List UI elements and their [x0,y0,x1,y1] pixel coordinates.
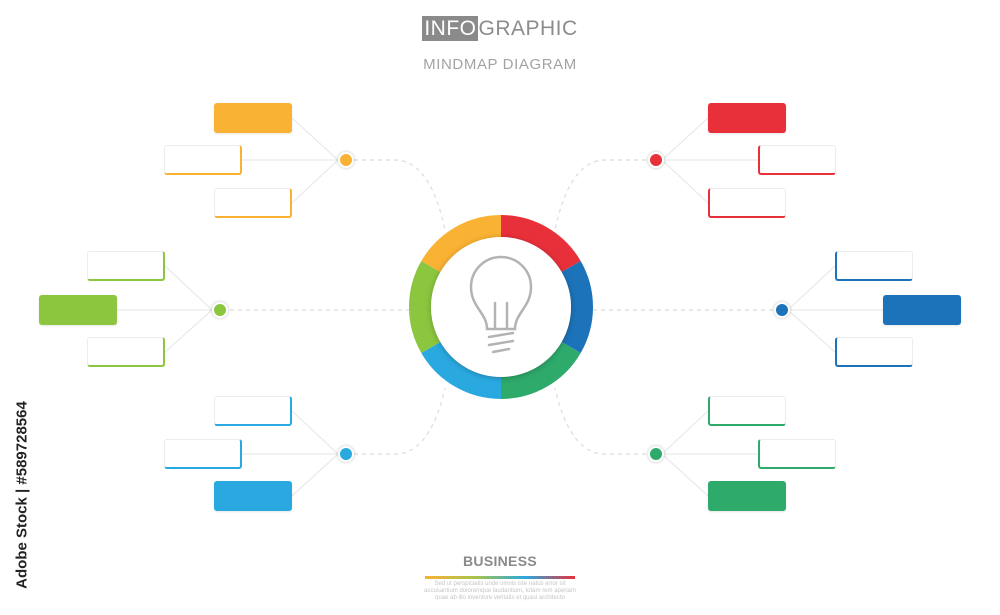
top-left-node-1[interactable] [214,103,292,133]
top-right-branch-dot [648,152,664,168]
ring-segment [500,341,581,399]
center-hub [409,215,593,399]
footer-caption-2: accusantium doloremque laudantium, totam… [424,588,576,594]
ring-segment [421,215,502,273]
top-right-node-3[interactable] [708,188,786,218]
bottom-left-node-1[interactable] [214,396,292,426]
top-left-node-3[interactable] [214,188,292,218]
footer-caption-1: Sed ut perspiciatis unde omnis iste natu… [434,581,566,587]
footer-label: BUSINESS [463,553,537,569]
top-left-branch-dot [338,152,354,168]
bottom-right-node-1[interactable] [708,396,786,426]
middle-left-branch-dot [212,302,228,318]
top-left-node-2[interactable] [164,145,242,175]
stock-id-text: Adobe Stock | #589728564 [13,401,31,589]
ring-segment [500,215,581,273]
diagram-subtitle: MINDMAP DIAGRAM [423,56,577,73]
bottom-right-branch-dot [648,446,664,462]
middle-right-node-1[interactable] [835,251,913,281]
ring-segment [561,261,593,353]
middle-left-node-1[interactable] [87,251,165,281]
middle-right-node-3[interactable] [835,337,913,367]
middle-right-branch-dot [774,302,790,318]
ring-segment [409,261,441,353]
center-ring [409,215,593,399]
bottom-right-node-2[interactable] [758,439,836,469]
infographic-title: INFOGRAPHIC [0,16,1000,41]
bottom-right-node-3[interactable] [708,481,786,511]
stock-id-label: Adobe Stock | #589728564 [7,385,37,605]
bottom-left-node-3[interactable] [214,481,292,511]
bottom-left-branch-dot [338,446,354,462]
lightbulb-icon [469,255,533,354]
top-right-node-2[interactable] [758,145,836,175]
middle-right-node-2[interactable] [883,295,961,325]
footer-caption-3: quae ab illo inventore veritatis et quas… [435,595,565,601]
title-rest: GRAPHIC [478,17,578,40]
ring-segment [421,341,502,399]
top-right-node-1[interactable] [708,103,786,133]
middle-left-node-3[interactable] [87,337,165,367]
title-highlight: INFO [422,16,479,41]
middle-left-node-2[interactable] [39,295,117,325]
footer-color-bar [425,576,575,579]
bottom-left-node-2[interactable] [164,439,242,469]
